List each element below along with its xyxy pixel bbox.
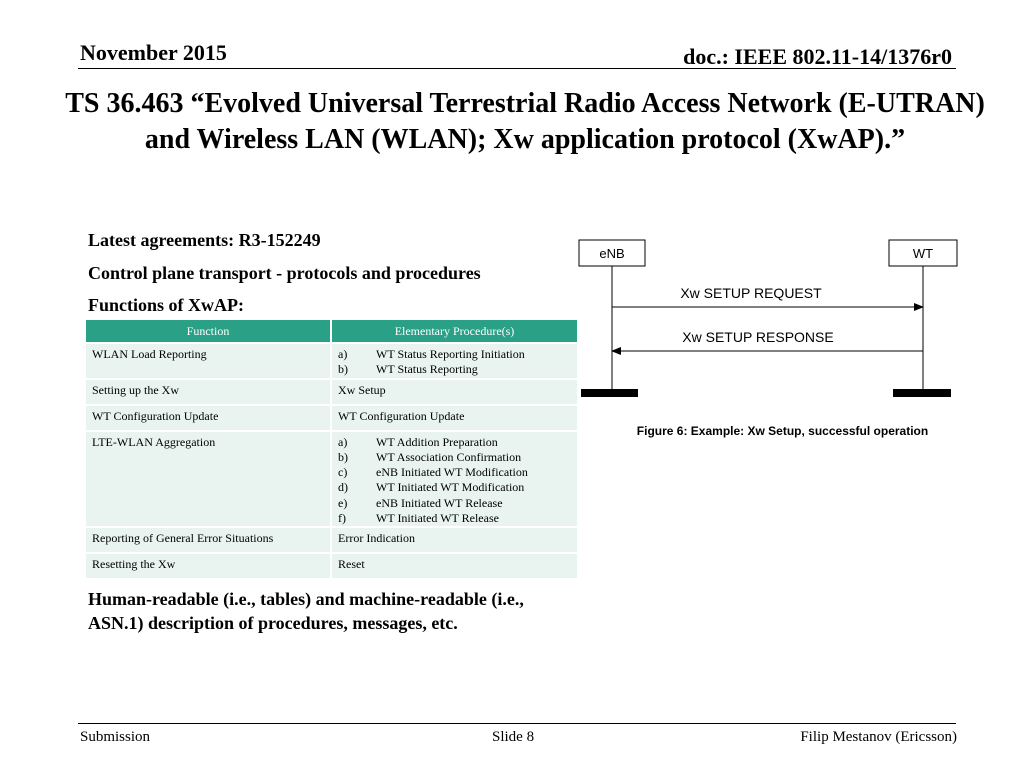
function-cell: LTE-WLAN Aggregation — [86, 431, 332, 527]
enb-node-label: eNB — [599, 246, 624, 261]
enb-node-box — [578, 239, 646, 267]
header-function: Function — [86, 320, 332, 342]
header-rule — [78, 68, 956, 69]
procedure-item: c) eNB Initiated WT Modification — [338, 465, 571, 480]
item-label: f) — [338, 511, 346, 526]
bullet-transport: Control plane transport - protocols and … — [88, 263, 481, 283]
functions-table: Function Elementary Procedure(s) WLAN Lo… — [86, 318, 577, 580]
function-cell: WT Configuration Update — [86, 405, 332, 430]
item-text: WT Status Reporting — [376, 362, 478, 377]
enb-lifeline-end — [581, 389, 638, 397]
item-label: a) — [338, 434, 348, 449]
table-row: Reporting of General Error Situations Er… — [86, 528, 577, 553]
header-elementary-procedures: Elementary Procedure(s) — [332, 320, 577, 342]
setup-response-label: Xw SETUP RESPONSE — [682, 329, 833, 345]
wt-lifeline-end — [893, 389, 951, 397]
procedure-item: d) WT Initiated WT Modification — [338, 480, 571, 495]
sequence-diagram: eNB WT Xw SETUP REQUEST Xw SETUP RESPONS… — [578, 239, 958, 397]
function-cell: WLAN Load Reporting — [86, 344, 332, 378]
wt-node-label: WT — [913, 246, 933, 261]
wt-node-box — [888, 239, 958, 267]
item-text: WT Addition Preparation — [376, 434, 498, 449]
bullet-readable-description: Human-readable (i.e., tables) and machin… — [88, 589, 524, 633]
item-text: WT Initiated WT Modification — [376, 480, 525, 495]
procedure-cell: Xw Setup — [332, 379, 577, 404]
procedure-cell: Reset — [332, 554, 577, 579]
bullet-agreements: Latest agreements: R3-152249 — [88, 230, 321, 250]
table-header-row: Function Elementary Procedure(s) — [86, 320, 577, 342]
procedure-cell: a) WT Status Reporting Initiation b) WT St… — [332, 344, 577, 378]
footer-author: Filip Mestanov (Ericsson) — [800, 729, 957, 745]
setup-request-label: Xw SETUP REQUEST — [680, 285, 822, 301]
procedure-item: f) WT Initiated WT Release — [338, 511, 571, 526]
header-doc-id: doc.: IEEE 802.11-14/1376r0 — [683, 44, 952, 69]
footer-slide-number: Slide 8 — [492, 729, 535, 745]
item-label: d) — [338, 480, 348, 495]
item-text: eNB Initiated WT Modification — [376, 465, 528, 480]
item-text: WT Association Confirmation — [376, 449, 522, 464]
footer-submission: Submission — [80, 729, 151, 745]
table-row: Setting up the Xw Xw Setup — [86, 379, 577, 404]
item-text: eNB Initiated WT Release — [376, 495, 503, 510]
table-row: WLAN Load Reporting a) WT Status Reportin… — [86, 344, 577, 378]
table-row: LTE-WLAN Aggregation a) WT Addition Prepa… — [86, 431, 577, 527]
procedure-item: e) eNB Initiated WT Release — [338, 496, 571, 511]
item-label: c) — [338, 465, 348, 480]
function-cell: Reporting of General Error Situations — [86, 528, 332, 553]
procedure-cell: Error Indication — [332, 528, 577, 553]
procedure-item: a) WT Status Reporting Initiation — [338, 347, 571, 362]
procedure-item: b) WT Status Reporting — [338, 362, 571, 377]
header-date: November 2015 — [80, 40, 227, 65]
item-text: WT Initiated WT Release — [376, 511, 499, 526]
item-label: e) — [338, 495, 348, 510]
item-text: WT Status Reporting Initiation — [376, 347, 525, 361]
footer-rule — [78, 723, 956, 724]
table-row: WT Configuration Update WT Configuration… — [86, 405, 577, 430]
procedure-item: a) WT Addition Preparation — [338, 435, 571, 450]
function-cell: Resetting the Xw — [86, 554, 332, 579]
slide-title: TS 36.463 “Evolved Universal Terrestrial… — [65, 88, 985, 155]
procedure-cell: WT Configuration Update — [332, 405, 577, 430]
procedure-cell: a) WT Addition Preparation b) WT Associati… — [332, 431, 577, 527]
item-label: b) — [338, 449, 348, 464]
function-cell: Setting up the Xw — [86, 379, 332, 404]
item-label: b) — [338, 362, 348, 377]
procedure-item: b) WT Association Confirmation — [338, 450, 571, 465]
item-label: a) — [338, 347, 348, 361]
table-row: Resetting the Xw Reset — [86, 554, 577, 579]
figure-caption: Figure 6: Example: Xw Setup, successful … — [636, 424, 929, 438]
bullet-functions: Functions of XwAP: — [88, 295, 244, 315]
